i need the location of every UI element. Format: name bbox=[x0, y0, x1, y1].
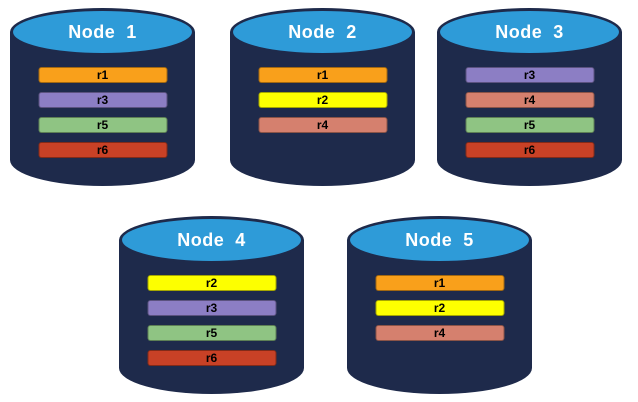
replica-bar: r2 bbox=[258, 92, 387, 108]
cylinder-top: Node 3 bbox=[437, 8, 622, 56]
replica-bar: r6 bbox=[465, 142, 594, 158]
replica-bar: r5 bbox=[38, 117, 167, 133]
node-title: Node 1 bbox=[68, 22, 137, 42]
replica-bar: r1 bbox=[258, 67, 387, 83]
replica-bar: r4 bbox=[258, 117, 387, 133]
replica-list: r1 r2 r4 bbox=[258, 67, 387, 133]
replica-bar: r4 bbox=[465, 92, 594, 108]
node-title: Node 5 bbox=[405, 230, 474, 250]
cylinder-body bbox=[119, 240, 304, 394]
replica-bar: r3 bbox=[465, 67, 594, 83]
cylinder-top: Node 5 bbox=[347, 216, 532, 264]
replica-bar: r4 bbox=[375, 325, 504, 341]
node-3-cylinder: Node 3 r3 r4 r5 r6 bbox=[437, 8, 622, 186]
replica-bar: r1 bbox=[38, 67, 167, 83]
replica-bar: r3 bbox=[38, 92, 167, 108]
replica-bar: r2 bbox=[375, 300, 504, 316]
replica-bar: r6 bbox=[147, 350, 276, 366]
cylinder-body bbox=[437, 32, 622, 186]
node-title: Node 3 bbox=[495, 22, 564, 42]
replica-list: r2 r3 r5 r6 bbox=[147, 275, 276, 366]
cylinder-top: Node 1 bbox=[10, 8, 195, 56]
replica-list: r1 r3 r5 r6 bbox=[38, 67, 167, 158]
replica-list: r1 r2 r4 bbox=[375, 275, 504, 341]
node-4-cylinder: Node 4 r2 r3 r5 r6 bbox=[119, 216, 304, 394]
replica-bar: r6 bbox=[38, 142, 167, 158]
replica-bar: r5 bbox=[147, 325, 276, 341]
node-2-cylinder: Node 2 r1 r2 r4 bbox=[230, 8, 415, 186]
replica-bar: r1 bbox=[375, 275, 504, 291]
cylinder-top: Node 4 bbox=[119, 216, 304, 264]
cylinder-top: Node 2 bbox=[230, 8, 415, 56]
cylinder-body bbox=[347, 240, 532, 394]
node-5-cylinder: Node 5 r1 r2 r4 bbox=[347, 216, 532, 394]
node-title: Node 2 bbox=[288, 22, 357, 42]
replica-bar: r2 bbox=[147, 275, 276, 291]
replica-list: r3 r4 r5 r6 bbox=[465, 67, 594, 158]
node-1-cylinder: Node 1 r1 r3 r5 r6 bbox=[10, 8, 195, 186]
node-title: Node 4 bbox=[177, 230, 246, 250]
replica-bar: r3 bbox=[147, 300, 276, 316]
cylinder-body bbox=[10, 32, 195, 186]
replica-bar: r5 bbox=[465, 117, 594, 133]
cylinder-body bbox=[230, 32, 415, 186]
